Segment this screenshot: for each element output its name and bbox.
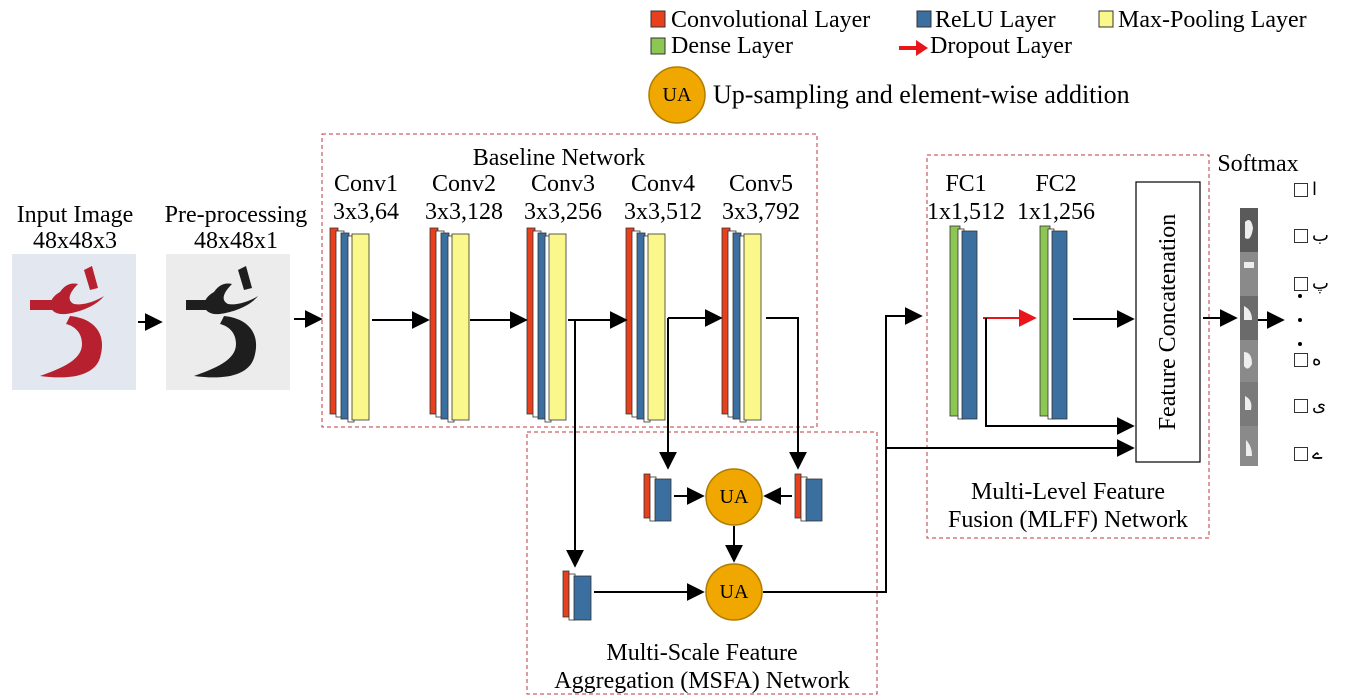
legend-dense-swatch [650, 37, 666, 55]
input-image [12, 254, 136, 390]
softmax-sample-strip [1240, 208, 1258, 466]
softmax-class-label: ا [1312, 179, 1318, 200]
softmax-class-checkbox [1294, 399, 1308, 413]
fc2-spec: 1x1,256 [1017, 199, 1095, 225]
softmax-class-checkbox [1294, 277, 1308, 291]
msfa-feature-block-1 [643, 473, 672, 522]
preprocess-title: Pre-processing [164, 202, 308, 228]
conv5-block [721, 227, 762, 423]
conv3-spec: 3x3,256 [524, 199, 602, 225]
conv2-block [429, 227, 470, 423]
conv4-name: Conv4 [630, 171, 696, 197]
softmax-class-label: پ [1312, 273, 1329, 294]
softmax-class-checkbox [1294, 447, 1308, 461]
fc1-name: FC1 [945, 171, 987, 197]
legend-pool-swatch [1098, 10, 1114, 28]
arrow-fc1-to-concat [985, 318, 1135, 435]
ua-node-bottom [705, 563, 763, 621]
fc1-spec: 1x1,512 [927, 199, 1005, 225]
conv1-name: Conv1 [333, 171, 399, 197]
msfa-title-line2: Aggregation (MSFA) Network [554, 668, 850, 694]
baseline-network-box [321, 133, 818, 428]
msfa-feature-block-2 [794, 473, 823, 522]
legend-dropout-label: Dropout Layer [930, 33, 1072, 59]
ua-node-top [705, 468, 763, 526]
conv4-spec: 3x3,512 [624, 199, 702, 225]
fc2-name: FC2 [1035, 171, 1077, 197]
legend-relu-label: ReLU Layer [935, 7, 1056, 33]
feature-concatenation-box [1135, 181, 1201, 463]
feature-concatenation-label: Feature Concatenation [1155, 214, 1181, 431]
conv1-spec: 3x3,64 [333, 199, 399, 225]
legend-ua-badge [648, 66, 706, 124]
softmax-class-label: ے [1312, 443, 1323, 464]
legend-relu-swatch [916, 10, 932, 28]
input-image-title: Input Image [16, 202, 134, 228]
legend-conv-swatch [650, 10, 666, 28]
conv2-spec: 3x3,128 [425, 199, 503, 225]
softmax-class-checkbox [1294, 183, 1308, 197]
msfa-title-line1: Multi-Scale Feature [606, 640, 798, 666]
preprocess-size: 48x48x1 [194, 228, 278, 254]
legend-dense-label: Dense Layer [671, 33, 793, 59]
baseline-network-title: Baseline Network [472, 145, 646, 171]
ua-node-top-label: UA [719, 486, 749, 508]
softmax-class-checkbox [1294, 353, 1308, 367]
mlff-network-box [926, 154, 1210, 539]
fc1-block [949, 225, 978, 420]
conv1-block [329, 227, 370, 423]
legend-dropout-arrow-icon [899, 40, 928, 56]
conv5-name: Conv5 [728, 171, 794, 197]
softmax-dots [1298, 294, 1302, 346]
legend-conv-label: Convolutional Layer [671, 7, 871, 33]
softmax-class-label: ب [1312, 225, 1329, 246]
input-image-size: 48x48x3 [33, 228, 117, 254]
softmax-class-label: ی [1312, 395, 1327, 416]
conv3-name: Conv3 [530, 171, 596, 197]
msfa-feature-block-3 [562, 570, 592, 621]
ua-node-bottom-label: UA [719, 581, 749, 603]
legend-ua-description: Up-sampling and element-wise addition [713, 80, 1130, 109]
legend-ua-badge-label: UA [662, 84, 692, 106]
fc2-block [1039, 225, 1068, 420]
conv3-block [526, 227, 567, 423]
preprocessed-image [166, 254, 290, 390]
arrow-conv5-to-msfa [766, 317, 807, 470]
legend-pool-label: Max-Pooling Layer [1118, 7, 1307, 33]
mlff-title-line1: Multi-Level Feature [971, 479, 1165, 505]
conv2-name: Conv2 [431, 171, 497, 197]
mlff-title-line2: Fusion (MLFF) Network [947, 507, 1189, 533]
softmax-title: Softmax [1217, 151, 1299, 177]
msfa-network-box [526, 431, 878, 695]
arrow-ua-to-fc1 [763, 307, 923, 593]
conv5-spec: 3x3,792 [722, 199, 800, 225]
softmax-class-label: ه [1312, 349, 1322, 370]
softmax-class-checkbox [1294, 229, 1308, 243]
conv4-block [625, 227, 666, 423]
